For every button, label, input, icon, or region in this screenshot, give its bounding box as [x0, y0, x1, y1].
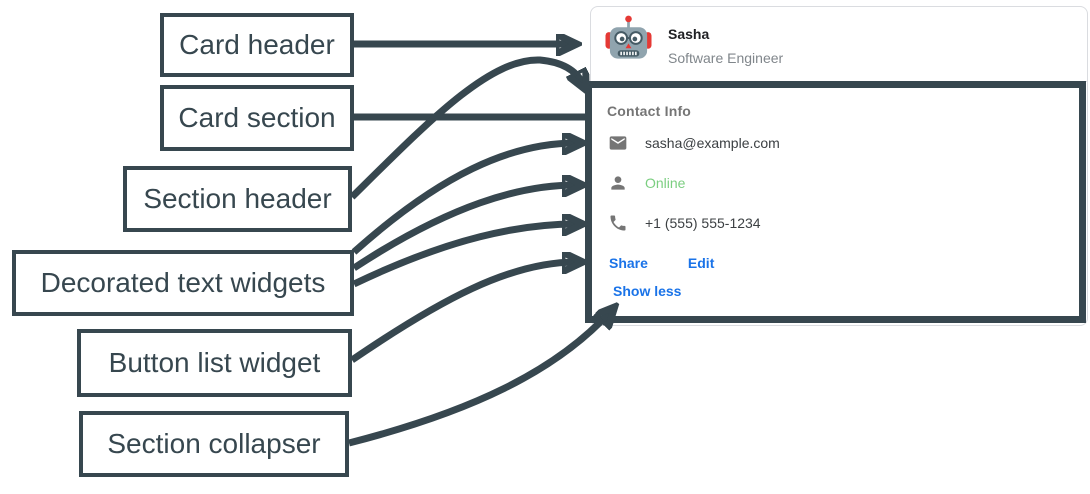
label-button-list-widget: Button list widget [77, 329, 352, 397]
card-header-divider [590, 81, 1088, 82]
arrow-decorated-text-3 [352, 224, 576, 288]
status-text: Online [645, 175, 686, 191]
label-section-collapser: Section collapser [79, 411, 349, 477]
arrow-decorated-text-1 [351, 143, 576, 255]
share-button[interactable]: Share [609, 255, 648, 271]
show-less-button[interactable]: Show less [613, 283, 682, 299]
arrow-button-list [350, 262, 576, 363]
person-icon [611, 176, 625, 190]
email-icon [609, 136, 627, 150]
arrow-decorated-text-2 [352, 185, 576, 271]
edit-button[interactable]: Edit [687, 255, 715, 271]
decorated-text-email: sasha@example.com [608, 133, 780, 153]
label-card-section: Card section [160, 85, 354, 151]
decorated-text-status: Online [608, 173, 685, 193]
section-header-text: Contact Info [607, 103, 692, 119]
contact-card [590, 6, 1088, 326]
phone-icon [610, 215, 626, 231]
arrow-section-collapser [348, 312, 610, 447]
card-title: Sasha [668, 26, 710, 42]
label-decorated-text-widgets: Decorated text widgets [12, 250, 354, 316]
button-list: Share Edit [609, 255, 714, 271]
email-text: sasha@example.com [645, 135, 780, 151]
robot-avatar-icon [605, 15, 652, 59]
arrow-section-header [349, 56, 583, 200]
label-card-header: Card header [160, 13, 354, 77]
card-subtitle: Software Engineer [668, 50, 784, 66]
label-section-header: Section header [123, 166, 352, 232]
decorated-text-phone: +1 (555) 555-1234 [608, 213, 761, 233]
phone-text: +1 (555) 555-1234 [645, 215, 761, 231]
